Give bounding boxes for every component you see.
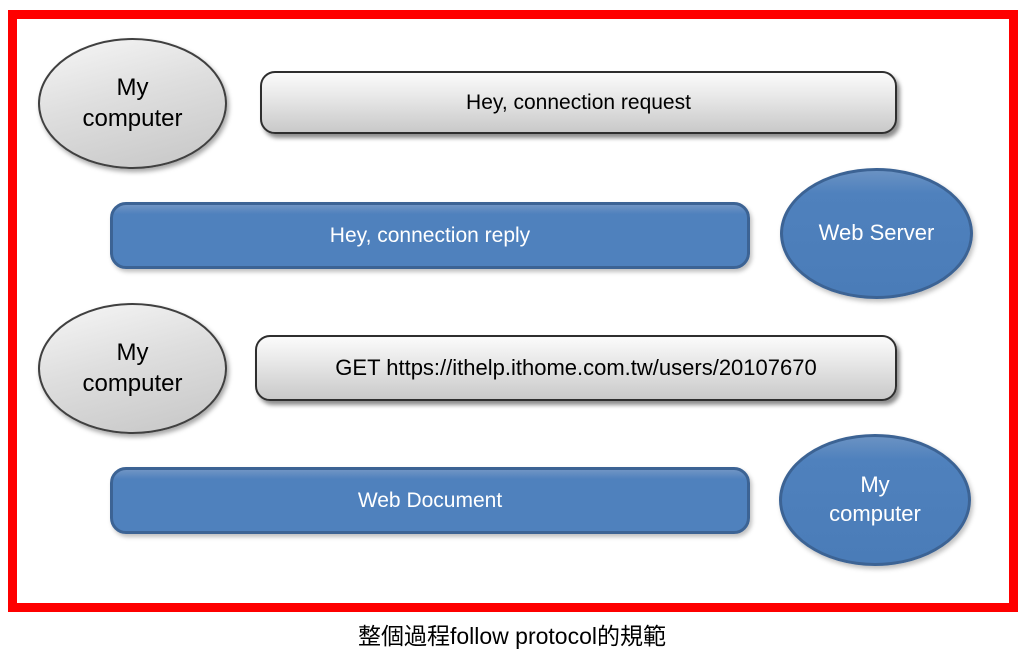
ellipse-label: Web Server: [818, 220, 935, 246]
message-box-web-document: Web Document: [110, 467, 750, 534]
ellipse-web-server: Web Server: [780, 168, 973, 299]
message-label: Web Document: [357, 488, 503, 512]
message-box-connection-request: Hey, connection request: [260, 71, 897, 134]
message-label: Hey, connection reply: [329, 223, 531, 247]
message-label: GET https://ithelp.ithome.com.tw/users/2…: [335, 355, 817, 380]
message-label: Hey, connection request: [466, 90, 691, 114]
ellipse-my-computer-client-step1: My computer: [38, 38, 227, 169]
message-box-get-request: GET https://ithelp.ithome.com.tw/users/2…: [255, 335, 897, 401]
diagram-caption: 整個過程follow protocol的規範: [357, 623, 667, 649]
ellipse-label: My computer: [82, 338, 183, 397]
ellipse-label: My computer: [82, 73, 183, 132]
ellipse-label: My computer: [829, 472, 921, 526]
message-box-connection-reply: Hey, connection reply: [110, 202, 750, 269]
ellipse-my-computer-receiver: My computer: [779, 434, 971, 566]
ellipse-my-computer-client-step2: My computer: [38, 303, 227, 434]
